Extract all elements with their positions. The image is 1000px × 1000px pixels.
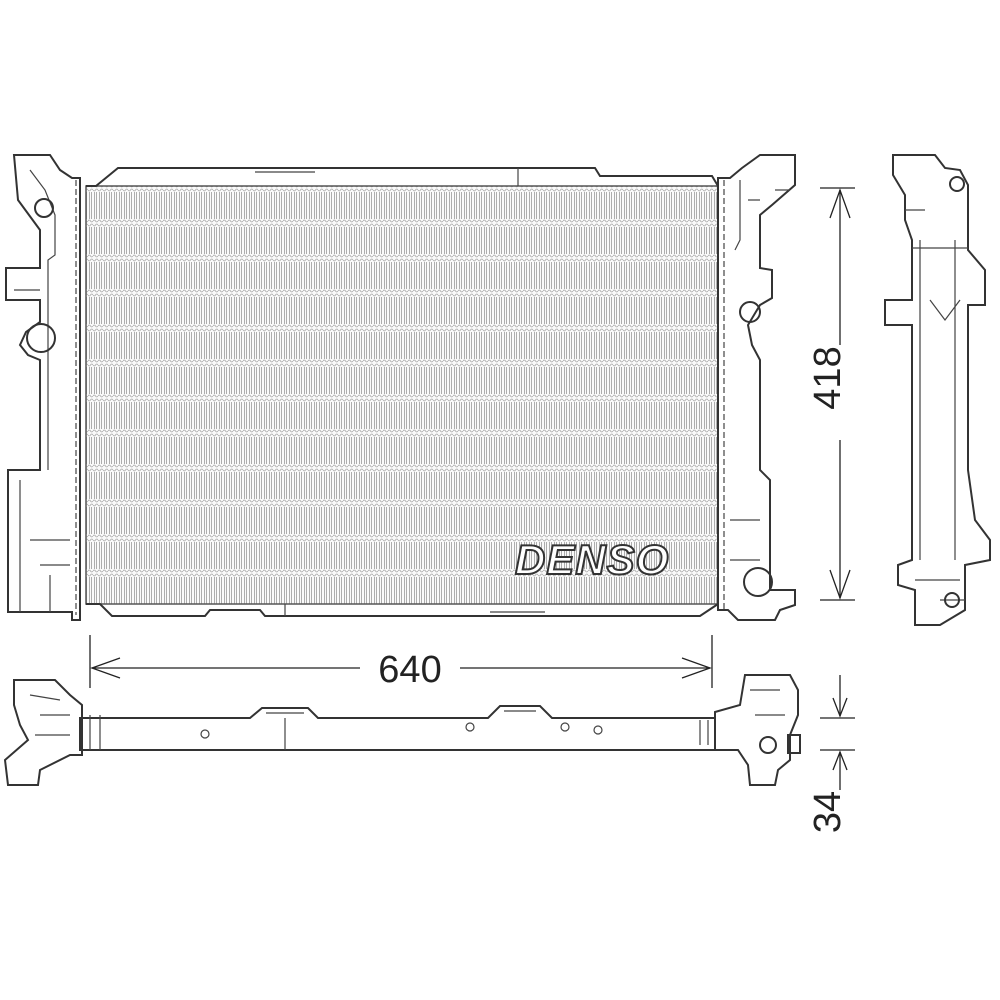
height-dimension-label: 418 <box>807 346 849 409</box>
front-view: DENSO <box>5 154 796 621</box>
dimension-height: 418 <box>807 187 855 601</box>
radiator-core <box>85 185 719 605</box>
bottom-tank-rail <box>86 603 719 617</box>
left-bracket-hole <box>34 198 54 218</box>
right-side-tank <box>717 154 796 621</box>
side-view <box>884 154 991 626</box>
width-dimension-label: 640 <box>378 649 441 691</box>
dimension-width: 640 <box>89 635 713 691</box>
left-side-tank <box>5 154 81 621</box>
top-view <box>3 674 801 786</box>
right-drain-port <box>743 567 773 597</box>
brand-logo: DENSO <box>515 536 669 583</box>
top-tank-rail <box>86 167 719 187</box>
dimension-depth: 34 <box>807 675 855 833</box>
depth-dimension-label: 34 <box>807 791 849 833</box>
left-inlet-port <box>26 323 56 353</box>
right-outlet-port <box>739 301 761 323</box>
